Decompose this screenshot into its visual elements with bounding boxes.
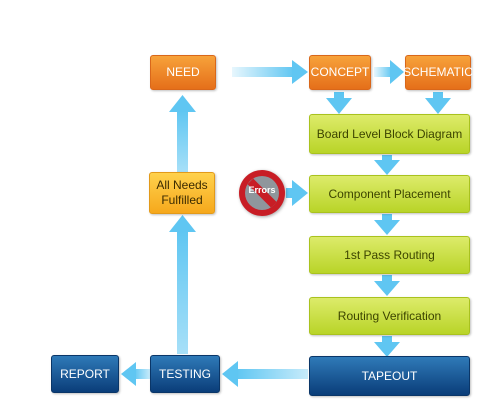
arrow-concept-to-schematic bbox=[374, 60, 404, 84]
arrow-all-needs-to-need bbox=[169, 95, 196, 172]
concept-node: CONCEPT bbox=[309, 55, 371, 90]
arrow-tapeout-to-testing bbox=[222, 361, 308, 387]
arrow-verification-to-tapeout bbox=[374, 336, 400, 357]
errors-node: Errors bbox=[239, 170, 285, 216]
report-node: REPORT bbox=[51, 355, 119, 393]
errors-icon bbox=[245, 176, 279, 210]
need-node: NEED bbox=[150, 55, 216, 90]
arrow-concept-to-block-diagram bbox=[326, 92, 352, 114]
arrow-routing-to-verification bbox=[374, 275, 400, 296]
schematic-node: SCHEMATIC bbox=[403, 55, 473, 90]
arrow-placement-to-routing bbox=[374, 214, 400, 235]
arrow-testing-to-report bbox=[121, 362, 150, 386]
first-pass-routing-node: 1st Pass Routing bbox=[309, 236, 470, 274]
errors-label: Errors bbox=[248, 185, 276, 195]
arrow-testing-to-all-needs bbox=[169, 215, 196, 354]
component-placement-node: Component Placement bbox=[309, 175, 470, 213]
arrow-block-diagram-to-placement bbox=[374, 155, 400, 175]
all-needs-fulfilled-node: All Needs Fulfilled bbox=[149, 172, 215, 214]
arrow-need-to-concept bbox=[232, 60, 308, 84]
testing-node: TESTING bbox=[150, 355, 220, 393]
board-level-block-diagram-node: Board Level Block Diagram bbox=[309, 114, 470, 154]
routing-verification-node: Routing Verification bbox=[309, 297, 470, 335]
tapeout-node: TAPEOUT bbox=[309, 356, 470, 396]
arrow-schematic-to-block-diagram bbox=[425, 92, 451, 114]
arrow-errors-to-placement bbox=[286, 180, 308, 206]
